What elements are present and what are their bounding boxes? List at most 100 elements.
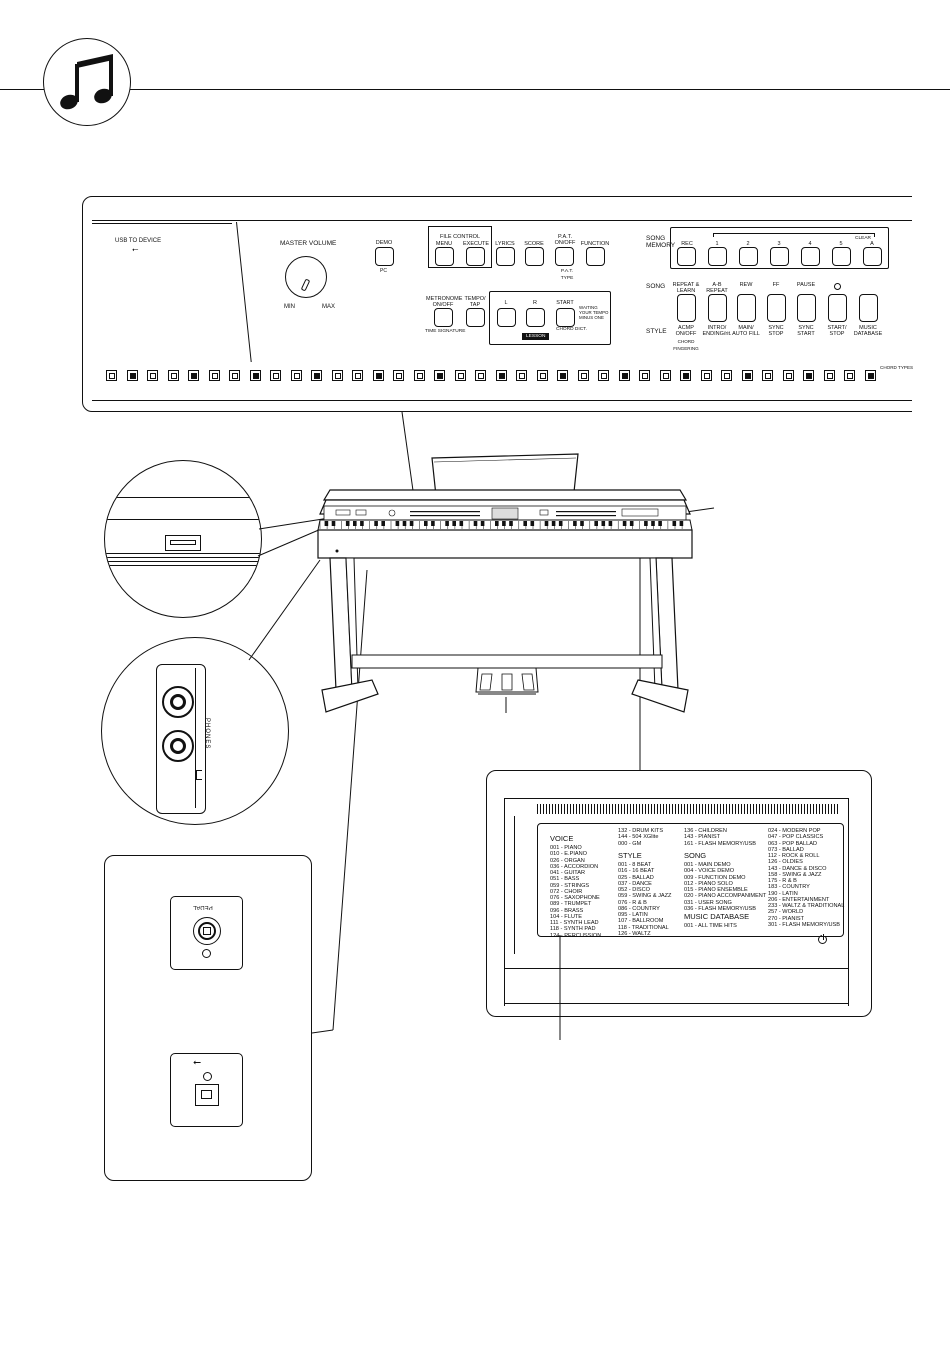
lesson-start-button[interactable]	[556, 308, 575, 327]
piano-black-key	[409, 521, 414, 526]
lesson-r-button[interactable]	[526, 308, 545, 327]
usb-port[interactable]	[165, 535, 201, 551]
control-panel	[82, 196, 950, 412]
tempo-button[interactable]	[466, 308, 485, 327]
file-control-group	[428, 226, 492, 268]
clear-label: CLEAR	[855, 236, 871, 241]
speaker-grille	[537, 804, 840, 814]
style-list: 001 - 8 BEAT 016 - 16 BEAT 025 - BALLAD …	[618, 862, 672, 937]
voice-key-marker	[823, 370, 835, 381]
voice-key-marker	[434, 370, 445, 381]
lyrics-button[interactable]	[496, 247, 515, 266]
lesson-r-label: R	[533, 300, 537, 306]
lesson-start-label: START	[556, 300, 574, 306]
panel-bottom-line	[92, 400, 950, 401]
volume-min-label: MIN	[284, 304, 295, 310]
piano-black-key	[558, 521, 563, 526]
usb-to-host-panel: ⭠	[170, 1053, 243, 1127]
pedal-label: PEDAL	[193, 904, 213, 910]
demo-button[interactable]	[375, 247, 394, 266]
score-button[interactable]	[525, 247, 544, 266]
demo-pc-label: PC	[380, 268, 387, 274]
song-style-button-4[interactable]	[767, 294, 786, 322]
piano-black-key	[445, 521, 449, 526]
voice-key-marker	[618, 370, 630, 381]
track-1-label: 1	[715, 241, 719, 247]
rec-button[interactable]	[677, 247, 696, 266]
voice-key-marker	[721, 370, 732, 381]
execute-button[interactable]	[466, 247, 485, 266]
piano-black-key	[480, 521, 485, 526]
voice-key-marker	[167, 370, 179, 381]
pat-button[interactable]	[555, 247, 574, 266]
pat-type-label: P.A.T. TYPE	[560, 269, 574, 281]
track-3-button[interactable]	[770, 247, 789, 266]
metronome-button[interactable]	[434, 308, 453, 327]
song-style-button-1[interactable]	[677, 294, 696, 322]
usb-icon: ⭠	[132, 245, 139, 254]
style-label: STYLE	[646, 328, 667, 335]
track-1-button[interactable]	[708, 247, 727, 266]
piano-black-key	[353, 521, 357, 526]
song-memory-label: SONG MEMORY	[646, 235, 676, 249]
piano-black-key	[594, 521, 598, 526]
track-6-button[interactable]	[863, 247, 882, 266]
volume-max-label: MAX	[322, 304, 336, 310]
file-control-label: FILE CONTROL	[439, 234, 481, 240]
piano-black-key	[544, 521, 549, 526]
piano-black-key	[374, 521, 378, 526]
master-volume-label: MASTER VOLUME	[280, 240, 337, 247]
menu-button[interactable]	[435, 247, 454, 266]
phones-label: PHONES	[204, 718, 210, 750]
song-style-button-6[interactable]	[828, 294, 847, 322]
track-5-button[interactable]	[832, 247, 851, 266]
piano-black-key	[672, 521, 677, 526]
style-function-label-6: START/ STOP	[827, 325, 847, 337]
phones-jack-zoom: PHONES	[101, 637, 289, 825]
voice-key-marker	[229, 370, 240, 381]
master-volume-knob[interactable]	[285, 256, 327, 298]
function-button[interactable]	[586, 247, 605, 266]
usb-to-host-port[interactable]	[195, 1084, 219, 1106]
usb-host-icon: ⭠	[193, 1057, 201, 1068]
song-style-button-7[interactable]	[859, 294, 878, 322]
voice-key-marker	[577, 370, 589, 381]
track-4-button[interactable]	[801, 247, 820, 266]
song-function-label-4: FF	[772, 282, 780, 288]
voice-key-marker	[598, 370, 609, 381]
song-list: 001 - MAIN DEMO 004 - VOICE DEMO 009 - F…	[684, 862, 767, 912]
voice-key-marker	[208, 370, 220, 381]
lesson-label: LESSON	[522, 333, 550, 340]
pedal-connector[interactable]	[193, 917, 221, 945]
power-icon[interactable]	[818, 933, 827, 944]
voice-key-marker	[147, 370, 158, 381]
track-2-button[interactable]	[739, 247, 758, 266]
song-function-label-1: REPEAT & LEARN	[672, 282, 700, 294]
style-function-label-4: SYNC STOP	[768, 325, 784, 337]
phones-jack-1[interactable]	[162, 686, 194, 718]
voice-list: 001 - PIANO 010 - E.PIANO 026 - ORGAN 03…	[550, 845, 602, 939]
piano-black-key	[509, 521, 513, 526]
execute-label: EXECUTE	[463, 241, 489, 247]
piano-black-key	[324, 521, 329, 526]
piano-black-key	[679, 521, 684, 526]
voice-key-marker	[557, 370, 568, 381]
voice-key-marker	[352, 370, 363, 381]
song-style-button-2[interactable]	[708, 294, 727, 322]
voice-key-marker	[803, 370, 814, 381]
piano-black-key	[473, 521, 478, 526]
lid-back-edge	[504, 798, 849, 1006]
voice-key-marker	[741, 370, 753, 381]
header-rule	[0, 89, 950, 90]
voice-key-marker	[126, 370, 138, 381]
piano-black-key	[651, 521, 655, 526]
piano-black-key	[431, 521, 435, 526]
lesson-l-button[interactable]	[497, 308, 516, 327]
song-style-button-3[interactable]	[737, 294, 756, 322]
song-style-button-5[interactable]	[797, 294, 816, 322]
music-note-badge	[43, 38, 131, 126]
panel-inner-top	[92, 220, 950, 221]
voice-list-title: VOICE	[550, 834, 574, 843]
voice-key-marker	[762, 370, 773, 381]
phones-jack-2[interactable]	[162, 730, 194, 762]
